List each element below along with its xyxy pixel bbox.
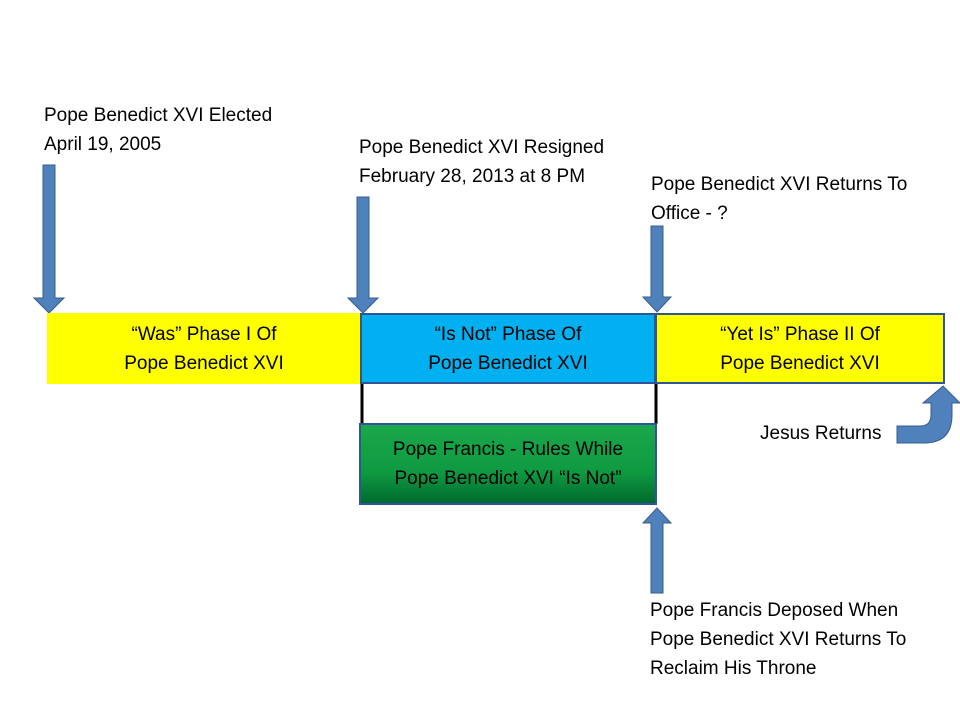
elected-down-arrow — [32, 164, 66, 314]
was-phase-line-2: Pope Benedict XVI — [124, 352, 284, 374]
yet-is-phase-line-2: Pope Benedict XVI — [720, 352, 880, 374]
deposed-up-arrow — [641, 507, 673, 594]
was-phase-box: “Was” Phase I Of Pope Benedict XVI — [47, 313, 361, 384]
was-phase-line-1: “Was” Phase I Of — [131, 323, 277, 345]
jesus-returns-bent-arrow — [896, 385, 960, 444]
jesus-returns-text: Jesus Returns — [760, 423, 882, 444]
resigned-down-arrow — [346, 196, 380, 314]
elected-label-line-1: Pope Benedict XVI Elected — [44, 105, 273, 126]
returns-to-office-label: Pope Benedict XVI Returns To Office - ? — [651, 170, 907, 228]
deposed-label-line-2: Pope Benedict XVI Returns To — [650, 629, 907, 650]
returns-label-line-2: Office - ? — [651, 203, 728, 224]
resigned-label-line-2: February 28, 2013 at 8 PM — [359, 166, 586, 187]
is-not-phase-line-1: “Is Not” Phase Of — [434, 323, 582, 345]
resigned-label-line-1: Pope Benedict XVI Resigned — [359, 137, 605, 158]
yet-is-phase-box: “Yet Is” Phase II Of Pope Benedict XVI — [655, 313, 945, 384]
jesus-returns-label: Jesus Returns — [760, 419, 881, 448]
is-not-phase-box: “Is Not” Phase Of Pope Benedict XVI — [360, 313, 656, 384]
francis-box-line-2: Pope Benedict XVI “Is Not” — [394, 468, 622, 489]
resigned-label: Pope Benedict XVI Resigned February 28, … — [359, 133, 604, 191]
francis-box-line-1: Pope Francis - Rules While — [392, 439, 624, 460]
yet-is-phase-line-1: “Yet Is” Phase II Of — [720, 323, 880, 345]
elected-label-line-2: April 19, 2005 — [44, 134, 162, 155]
deposed-label-line-3: Reclaim His Throne — [650, 658, 817, 679]
returns-label-line-1: Pope Benedict XVI Returns To — [651, 174, 908, 195]
deposed-label-line-1: Pope Francis Deposed When — [650, 600, 899, 621]
is-not-phase-line-2: Pope Benedict XVI — [428, 352, 588, 374]
returns-down-arrow — [641, 225, 673, 313]
deposed-label: Pope Francis Deposed When Pope Benedict … — [650, 596, 906, 683]
elected-label: Pope Benedict XVI Elected April 19, 2005 — [44, 101, 272, 159]
francis-rules-box: Pope Francis - Rules While Pope Benedict… — [359, 423, 657, 505]
